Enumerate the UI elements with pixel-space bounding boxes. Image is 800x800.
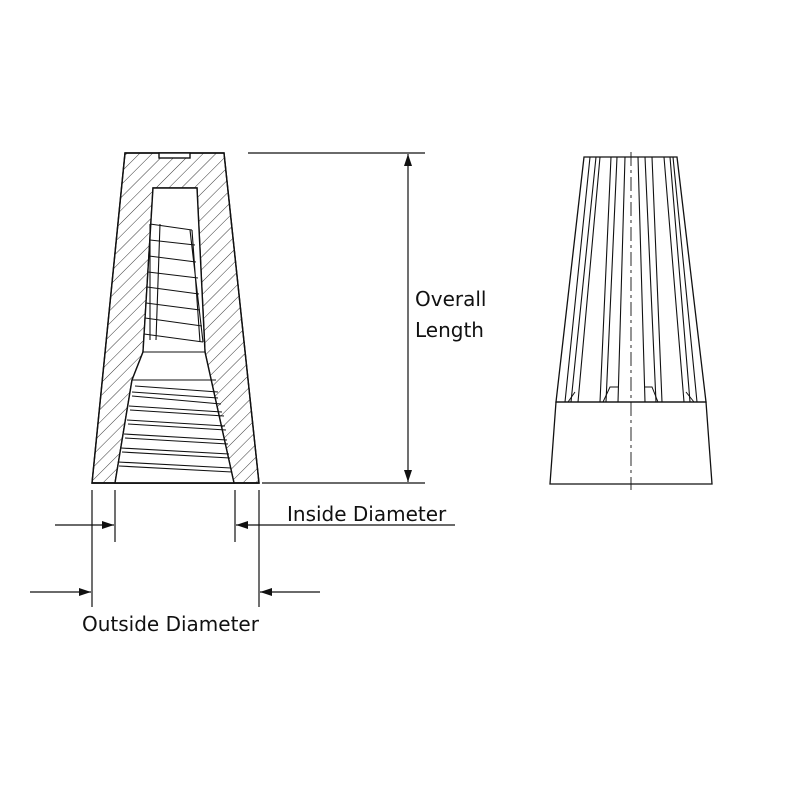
inner-threads-upper bbox=[143, 223, 205, 353]
length-label: Length bbox=[415, 318, 484, 342]
section-view bbox=[91, 152, 260, 484]
outside-diameter-label: Outside Diameter bbox=[82, 612, 259, 636]
dimension-lines bbox=[30, 152, 455, 607]
exterior-view bbox=[549, 152, 713, 490]
overall-label: Overall bbox=[415, 287, 487, 311]
inner-threads-lower bbox=[117, 379, 233, 473]
inside-diameter-label: Inside Diameter bbox=[287, 502, 447, 526]
